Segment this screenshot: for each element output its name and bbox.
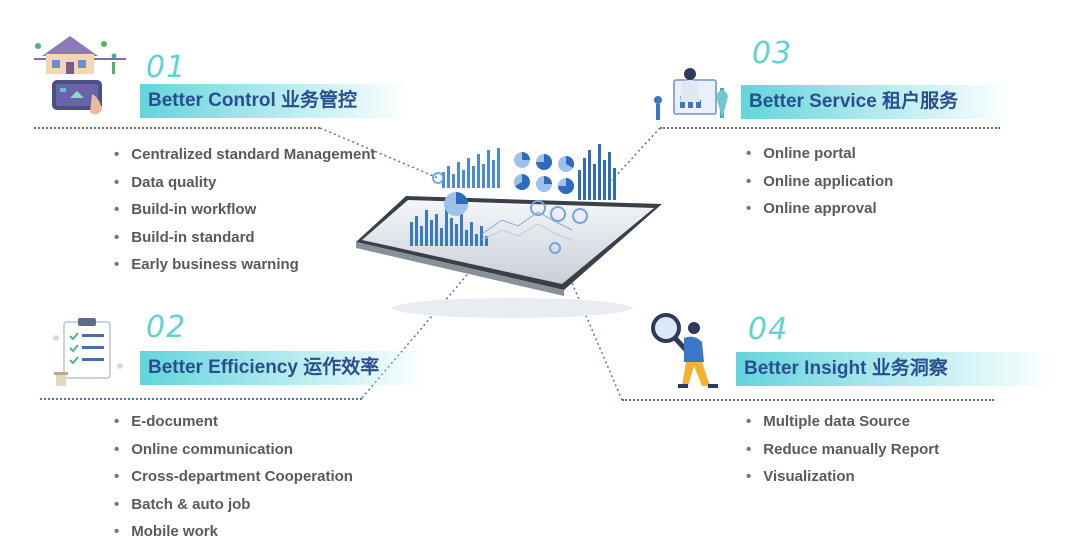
quadrant-03-divider bbox=[660, 127, 1000, 129]
list-item: Build-in standard bbox=[114, 228, 375, 256]
list-item: Early business warning bbox=[114, 255, 375, 283]
quadrant-01-number: 01 bbox=[146, 50, 187, 85]
list-item: Online approval bbox=[746, 199, 893, 227]
quadrant-01-list: Centralized standard Management Data qua… bbox=[114, 145, 375, 283]
connector-03 bbox=[611, 127, 661, 181]
person-dashboard-icon bbox=[650, 66, 734, 124]
quadrant-04-divider bbox=[622, 399, 994, 401]
connector-01 bbox=[319, 127, 439, 179]
quadrant-02-list: E-document Online communication Cross-de… bbox=[114, 412, 353, 550]
quadrant-03-number: 03 bbox=[752, 36, 793, 71]
magnifier-person-icon bbox=[650, 312, 726, 390]
list-item: Online application bbox=[746, 172, 893, 200]
list-item: Visualization bbox=[746, 467, 939, 495]
smart-home-icon bbox=[30, 28, 130, 123]
list-item: Build-in workflow bbox=[114, 200, 375, 228]
quadrant-01-divider bbox=[34, 127, 320, 129]
quadrant-03-title: Better Service 租户服务 bbox=[741, 85, 1011, 119]
list-item: Mobile work bbox=[114, 522, 353, 550]
list-item: Reduce manually Report bbox=[746, 440, 939, 468]
quadrant-04-title: Better Insight 业务洞察 bbox=[736, 352, 1054, 386]
list-item: E-document bbox=[114, 412, 353, 440]
quadrant-02-title: Better Efficiency 运作效率 bbox=[140, 351, 428, 385]
list-item: Cross-department Cooperation bbox=[114, 467, 353, 495]
quadrant-01-title: Better Control 业务管控 bbox=[140, 84, 408, 118]
tablet-analytics-icon bbox=[352, 130, 664, 320]
list-item: Online communication bbox=[114, 440, 353, 468]
quadrant-04-list: Multiple data Source Reduce manually Rep… bbox=[746, 412, 939, 495]
quadrant-02-number: 02 bbox=[146, 310, 187, 345]
quadrant-04-number: 04 bbox=[748, 312, 789, 347]
quadrant-02-divider bbox=[40, 398, 362, 400]
list-item: Centralized standard Management bbox=[114, 145, 375, 173]
clipboard-checklist-icon bbox=[48, 316, 128, 388]
list-item: Online portal bbox=[746, 144, 893, 172]
list-item: Data quality bbox=[114, 173, 375, 201]
list-item: Multiple data Source bbox=[746, 412, 939, 440]
quadrant-03-list: Online portal Online application Online … bbox=[746, 144, 893, 227]
list-item: Batch & auto job bbox=[114, 495, 353, 523]
